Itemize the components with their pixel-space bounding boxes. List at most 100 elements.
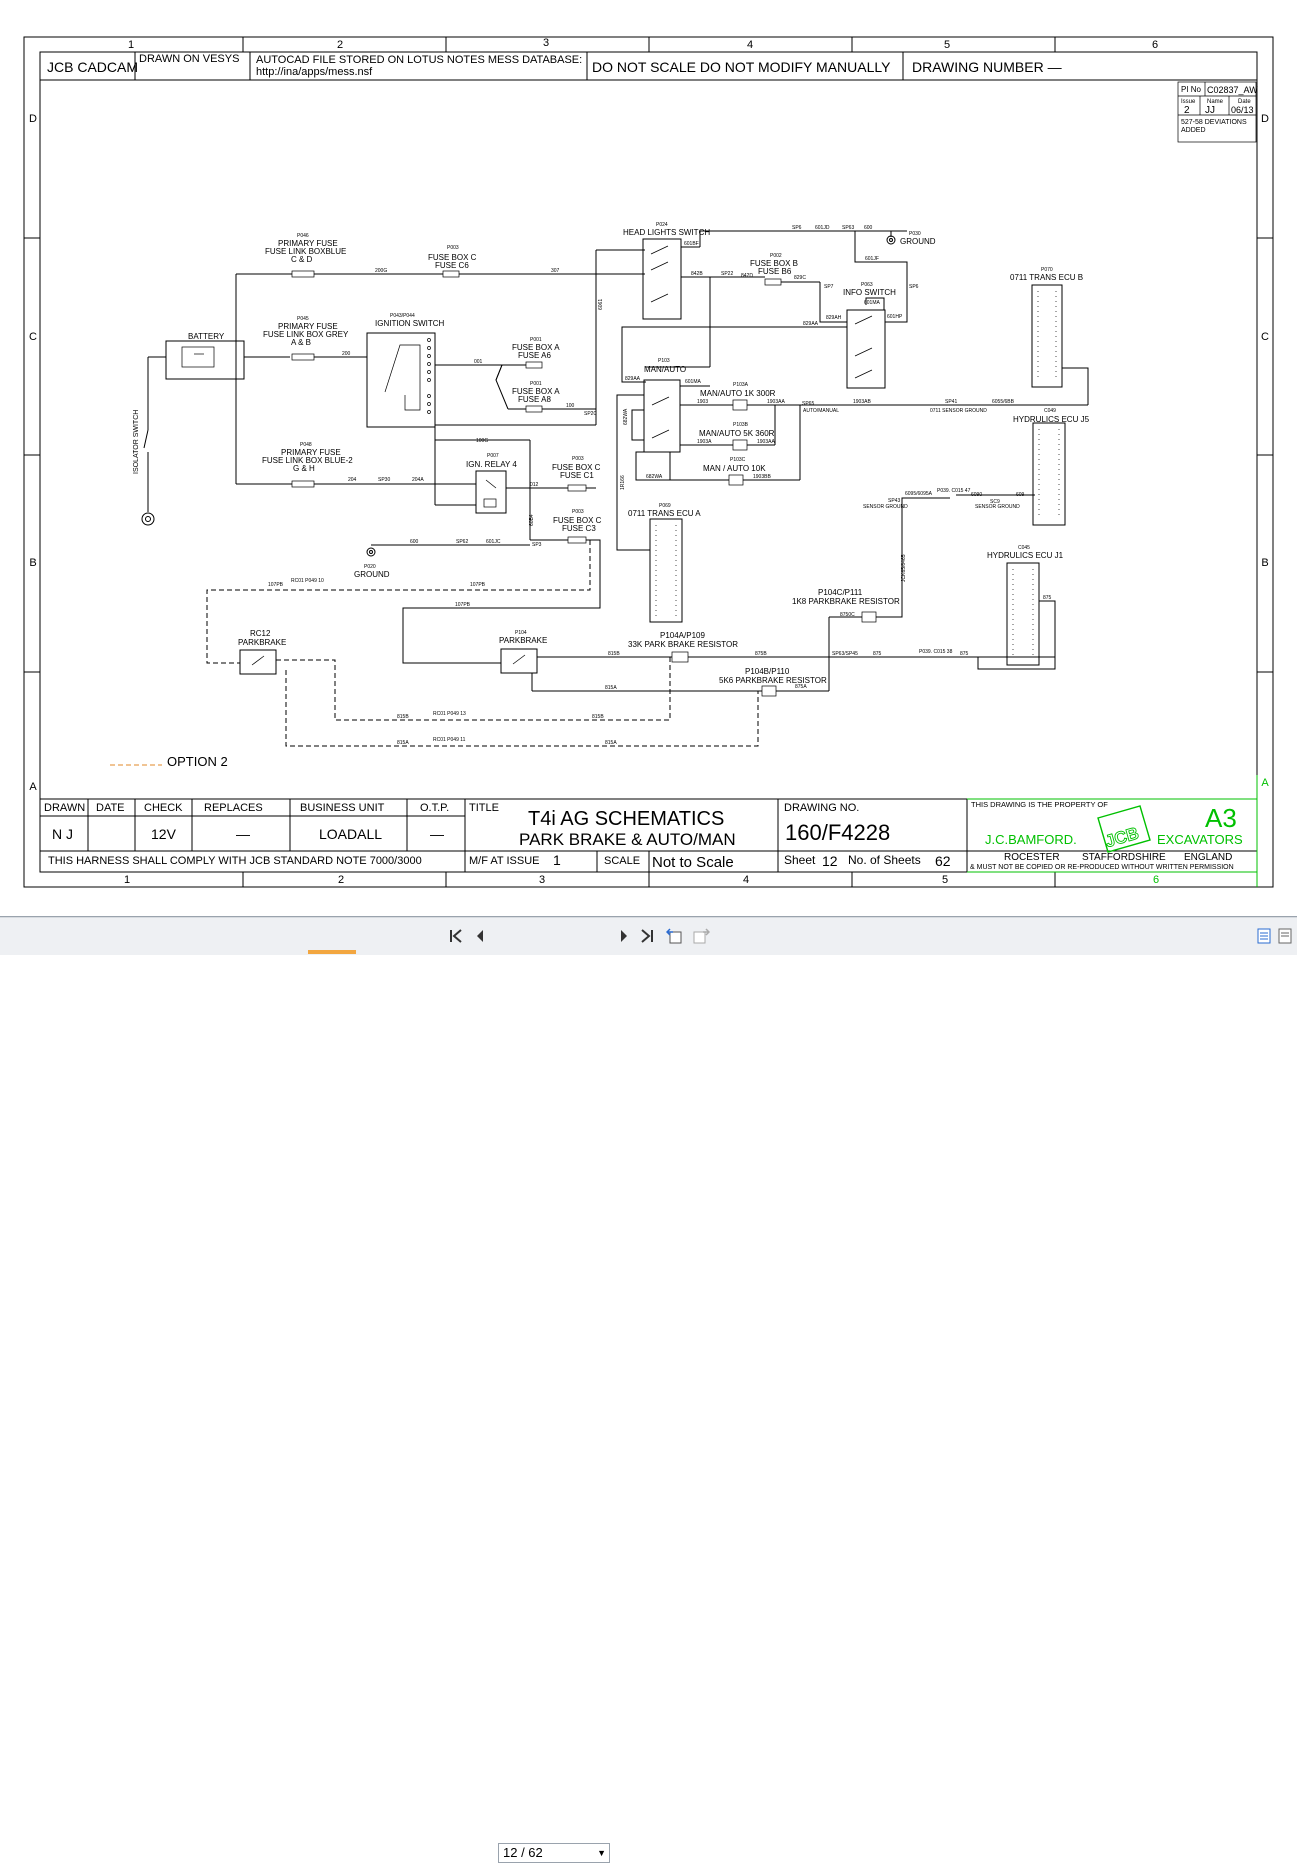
wire-107pb-3: 107PB (455, 602, 471, 608)
tb-drawn: N J (52, 826, 73, 842)
tb-otp-label: O.T.P. (420, 802, 449, 814)
fuse-box-c: FUSE BOX C (428, 253, 477, 262)
last-page-button[interactable] (639, 927, 657, 945)
res-33k-label: 33K PARK BRAKE RESISTOR (628, 640, 738, 649)
go-forward-view-button[interactable] (692, 927, 710, 945)
wire-6090: 6090 (971, 492, 982, 498)
wire-8750c: 8750C (840, 612, 855, 618)
rev-note-2: ADDED (1181, 127, 1206, 134)
head-lights-switch-box (642, 238, 682, 320)
pdf-viewer-canvas: 1 2 3 4 5 6 1 2 3 4 5 6 D C B A D C B A … (0, 0, 1297, 917)
grid-col-4: 4 (747, 39, 753, 51)
rev-name-label: Name (1207, 99, 1224, 105)
wire-p039: P039. C015 38 (919, 649, 953, 655)
tb-sheet-value: 12 (822, 853, 838, 869)
p104b-label: P104B/P110 (745, 667, 790, 676)
wire-sp65: SP65 (802, 401, 814, 407)
p104-parkbrake-box (500, 648, 538, 674)
rc12-label: RC12 (250, 629, 271, 638)
trans-ecu-a-label: 0711 TRANS ECU A (628, 509, 701, 518)
tb-title-label: TITLE (469, 802, 499, 814)
grid-row-b: B (29, 557, 36, 569)
grid-row-c-right: C (1261, 331, 1269, 343)
p003c: P003 (572, 509, 584, 515)
fuse-box-a2: FUSE BOX A (512, 387, 560, 396)
wire-rc01-13: RC01 P049 13 (433, 711, 466, 717)
g-and-h: G & H (293, 464, 315, 473)
continuous-view-button[interactable] (1276, 927, 1294, 945)
fuse-box-c2: FUSE BOX C (552, 463, 601, 472)
tb-copy-note: & MUST NOT BE COPIED OR RE-PRODUCED WITH… (970, 864, 1234, 871)
tb-check: 12V (151, 826, 177, 842)
tb-drawing-no: 160/F4228 (785, 820, 890, 845)
wire-815b-2: 815B (592, 714, 604, 720)
fuse-c1: FUSE C1 (560, 471, 594, 480)
ign-relay-box (475, 470, 507, 514)
grid-col-3-bottom: 3 (539, 874, 545, 886)
schematic-sheet: 1 2 3 4 5 6 1 2 3 4 5 6 D C B A D C B A … (23, 36, 1274, 888)
p003a: P003 (447, 245, 459, 251)
sensor-ground-2: SENSOR GROUND (975, 504, 1020, 510)
p046-label: P046 (297, 233, 309, 239)
wire-sp3: SP3 (532, 542, 542, 548)
p104-parkbrake: PARKBRAKE (499, 636, 547, 645)
tb-sheets-label: No. of Sheets (848, 853, 921, 867)
jcb-logo-text: JCB (1103, 824, 1141, 852)
wire-601ma-2: 601MA (685, 379, 702, 385)
p048-label: P048 (300, 442, 312, 448)
tb-company: J.C.BAMFORD. (985, 832, 1077, 847)
rev-issue-label: Issue (1181, 99, 1196, 105)
tb-title-line-1: T4i AG SCHEMATICS (528, 808, 724, 830)
c045: C045 (1018, 545, 1030, 551)
grid-row-d-right: D (1261, 113, 1269, 125)
fuse-c6: FUSE C6 (435, 261, 469, 270)
wire-vert-4: JCK65/6465 (901, 554, 907, 582)
tb-drawing-no-label: DRAWING NO. (784, 802, 859, 814)
previous-page-icon (477, 930, 483, 942)
wire-200: 200 (342, 351, 351, 357)
header-autocad-2: http://ina/apps/mess.nsf (256, 66, 373, 78)
next-page-icon (621, 930, 627, 942)
p030: P030 (909, 231, 921, 237)
wire-100: 100 (566, 403, 575, 409)
wire-1903aa-2: 1903AA (757, 439, 775, 445)
hydrulics-j1-box (1006, 562, 1040, 666)
wire-829aa-2: 829AA (625, 376, 641, 382)
wire-sp62: SP62 (456, 539, 468, 545)
tb-check-label: CHECK (144, 802, 183, 814)
back-view-icon (666, 928, 682, 944)
go-back-view-button[interactable] (666, 927, 684, 945)
ignition-switch-label: IGNITION SWITCH (375, 319, 445, 328)
wire-601jc: 601JC (486, 539, 501, 545)
wire-sp6: SP6 (792, 225, 802, 231)
rev-pi-label: PI No (1181, 85, 1202, 94)
previous-page-button[interactable] (471, 927, 489, 945)
trans-ecu-b-label: 0711 TRANS ECU B (1010, 273, 1083, 282)
p070: P070 (1041, 267, 1053, 273)
wire-204a: 204A (412, 477, 424, 483)
a-and-b: A & B (291, 338, 311, 347)
man-auto-10k-label: MAN / AUTO 10K (703, 464, 766, 473)
res-1k8-label: 1K8 PARKBRAKE RESISTOR (792, 597, 900, 606)
wire-rc01-11: RC01 P049 11 (433, 737, 466, 743)
header-drawing-number: DRAWING NUMBER — (912, 59, 1062, 75)
rev-date-label: Date (1238, 99, 1251, 105)
inner-border (39, 51, 1258, 873)
wire-sp43: SP43 (888, 498, 900, 504)
tb-drawn-label: DRAWN (44, 802, 85, 814)
fuse-b6: FUSE B6 (758, 267, 792, 276)
wire-1903bb: 1903BB (753, 474, 771, 480)
next-page-button[interactable] (615, 927, 633, 945)
man-auto-5k-label: MAN/AUTO 5K 360R (699, 429, 775, 438)
ground-label-1: GROUND (354, 570, 390, 579)
page-number-input[interactable]: 12 / 62 ▼ (498, 1843, 610, 1863)
wire-sc9: SC9 (990, 499, 1000, 505)
wire-107pb-2: 107PB (470, 582, 486, 588)
primary-fuse-1: PRIMARY FUSE (278, 239, 338, 248)
single-page-view-button[interactable] (1255, 927, 1273, 945)
first-page-button[interactable] (446, 927, 464, 945)
wire-829aa: 829AA (803, 321, 819, 327)
c049: C049 (1044, 408, 1056, 414)
tb-replaces: — (236, 826, 250, 842)
res-5k6-label: 5K6 PARKBRAKE RESISTOR (719, 676, 827, 685)
